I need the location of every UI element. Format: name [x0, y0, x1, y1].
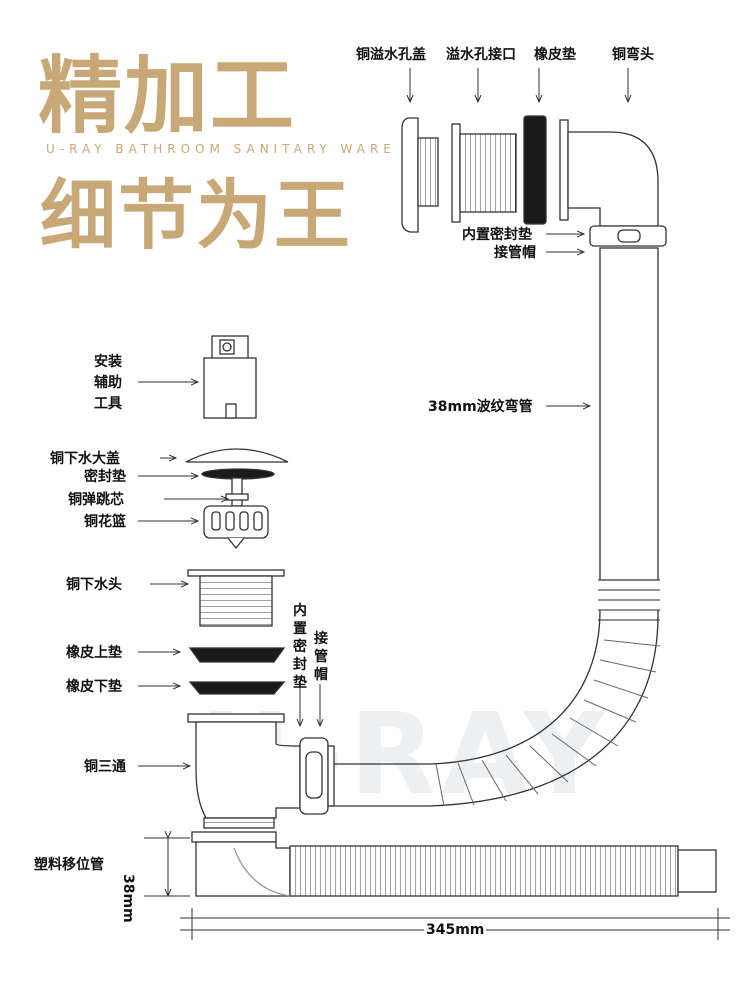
pop-up-core-part [225, 477, 249, 507]
label-drain-head: 铜下水头 [66, 577, 122, 593]
label-overflow-cover: 铜溢水孔盖 [356, 47, 426, 63]
overflow-connector-part [451, 123, 517, 223]
label-inner-seal-bottom: 内置密封垫 [293, 603, 307, 691]
hero-subtitle: U-RAY BATHROOM SANITARY WARE [46, 142, 396, 156]
hero-title: 精加工 [38, 47, 297, 145]
label-corrugated-pipe: 38mm波纹弯管 [428, 399, 533, 415]
vertical-corrugated-pipe [598, 247, 660, 621]
label-upper-rubber-gasket: 橡皮上垫 [66, 645, 122, 661]
label-lower-rubber-gasket: 橡皮下垫 [66, 679, 122, 695]
install-tool-part [203, 335, 257, 419]
label-drain-cap: 铜下水大盖 [50, 451, 120, 467]
label-seal-gasket: 密封垫 [84, 469, 126, 485]
label-rubber-gasket: 橡皮垫 [534, 47, 576, 63]
strainer-basket-part [203, 505, 269, 550]
label-plastic-pipe: 塑料移位管 [34, 857, 104, 873]
copper-elbow-part [559, 119, 667, 247]
drain-cap-part [185, 448, 289, 463]
label-overflow-connector: 溢水孔接口 [446, 47, 516, 63]
hero-slogan: 细节为王 [40, 171, 352, 260]
label-pipe-cap-top: 接管帽 [494, 245, 536, 261]
dimension-height-label: 38mm [120, 874, 136, 923]
label-pipe-cap-bottom: 接管帽 [314, 631, 328, 683]
dimension-width-label: 345mm [424, 921, 487, 939]
rubber-gasket-part [523, 115, 547, 225]
upper-rubber-gasket-part [188, 647, 286, 663]
copper-tee-part [187, 713, 335, 829]
label-pop-up-core: 铜弹跳芯 [68, 492, 124, 508]
plastic-relocation-pipe [191, 831, 717, 897]
lower-rubber-gasket-part [188, 681, 286, 695]
label-strainer-basket: 铜花篮 [84, 514, 126, 530]
overflow-cover-part [401, 117, 439, 233]
leader-arrows [138, 68, 628, 766]
label-install-tool: 安装 辅助 工具 [94, 354, 122, 412]
label-inner-seal-top: 内置密封垫 [462, 227, 532, 243]
height-dimension [144, 838, 190, 896]
curved-corrugated-pipe [330, 609, 661, 807]
label-copper-elbow: 铜弯头 [612, 47, 654, 63]
drain-head-part [187, 569, 285, 627]
label-copper-tee: 铜三通 [84, 759, 126, 775]
